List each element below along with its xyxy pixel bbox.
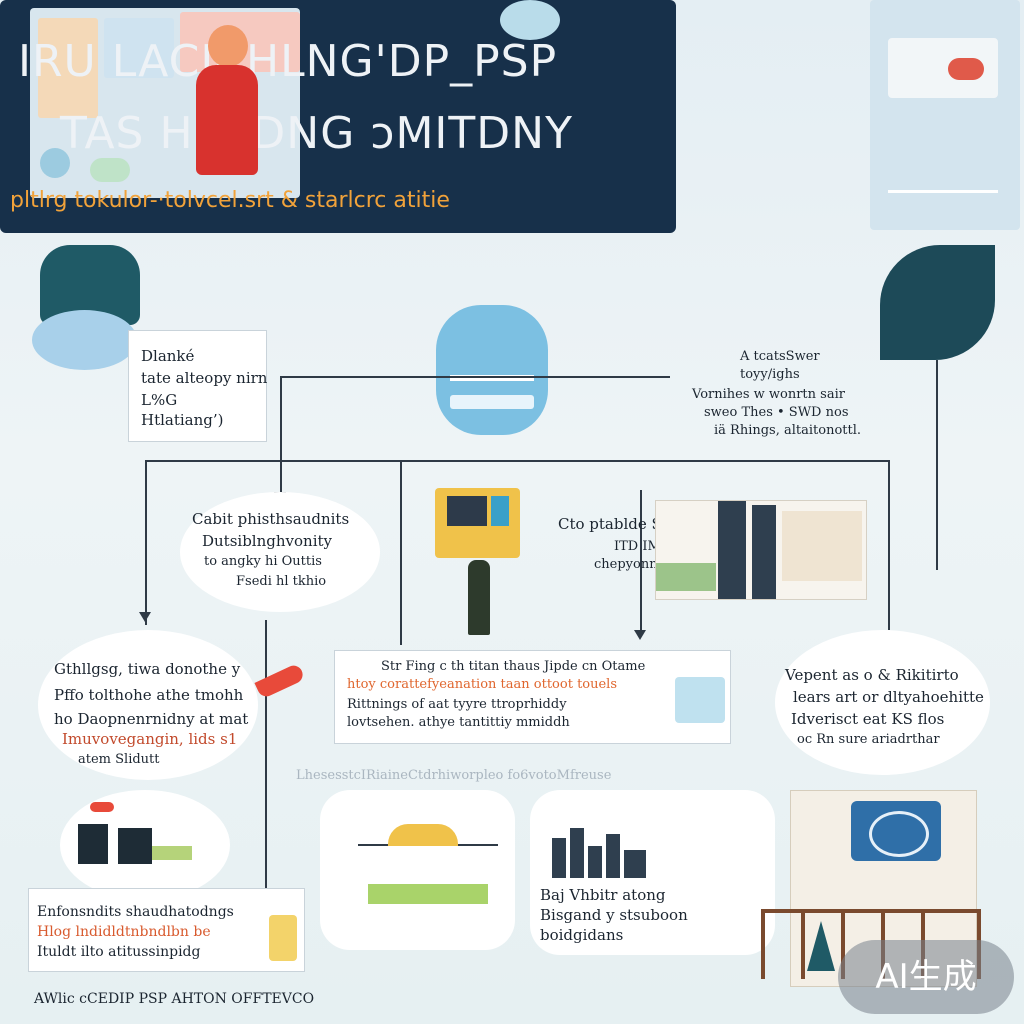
node-mid-left: Cabit phisthsaudnits Dutsiblnghvonity to…: [180, 492, 380, 612]
node-line: Idverisct eat KS flos: [791, 710, 945, 728]
robot-face-icon: [851, 801, 941, 861]
node-left: Gthllgsg, tiwa donothe y Pffo tolthohe a…: [38, 630, 258, 780]
node-line: chepyonn: [594, 557, 658, 572]
note-line: sweo Thes • SWD nos: [704, 405, 849, 420]
node-line: Imuvovegangin, lids s1: [62, 730, 238, 748]
bird-icon: [254, 652, 312, 702]
note-line: Htlatiang’): [141, 411, 224, 429]
banner-title-line1: IRU LACICHLNG'DP_PSP: [18, 36, 558, 87]
connector-top-left-v: [280, 376, 282, 496]
bottom-left-blob: [60, 790, 230, 900]
node-line: Vepent as o & Rikitirto: [785, 666, 959, 684]
node-line: lears art or dltyahoehitte: [793, 688, 984, 706]
banner-title-line2: TAS HSSDNG ɔMITDNY: [60, 108, 573, 159]
note-line: Vornihes w wonrtn sair: [692, 387, 845, 402]
note-top-right: A tcatsSwer toyy/ighs Vornihes w wonrtn …: [680, 345, 880, 440]
cloud-shape: [32, 310, 137, 370]
node-right: Vepent as o & Rikitirto lears art or dlt…: [775, 630, 990, 775]
connector-left-v: [145, 460, 147, 625]
node-line: Hlog lndidldtnbndlbn be: [37, 924, 211, 940]
arrow-down-center: [634, 630, 646, 640]
panel-bridge: [320, 790, 515, 950]
city-skyline-icon: [552, 828, 652, 878]
connector-main-trunk: [265, 620, 267, 950]
node-line: to angky hi Outtis: [204, 554, 322, 569]
connector-center-v: [640, 490, 642, 630]
footer-caption: AWlic cCEDIP PSP AHTON OFFTEVCO: [34, 991, 315, 1007]
node-line: Pffo tolthohe athe tmohh: [54, 686, 244, 704]
node-line: htoy corattefyeanation taan ottoot touel…: [347, 677, 618, 692]
city-scene-icon: [675, 677, 725, 723]
connector-far-right: [936, 360, 938, 570]
connector-top-h: [280, 376, 670, 378]
note-line: toyy/ighs: [740, 367, 800, 382]
gear-icon: [500, 0, 560, 40]
computer-illustration: [435, 488, 520, 558]
node-line: oc Rn sure ariadrthar: [797, 732, 940, 747]
note-line: iä Rhings, altaitonottl.: [714, 423, 862, 438]
node-line: ho Daopnenrnidny at mat: [54, 710, 249, 728]
tree-icon: [807, 921, 835, 971]
connector-main-h: [145, 460, 890, 462]
chat-bubble-icon: [948, 58, 984, 80]
node-line: boidgidans: [540, 926, 624, 944]
building-icon: [78, 824, 108, 864]
connector-right-v: [888, 460, 890, 630]
plant-icon: [269, 915, 297, 961]
note-line: A tcatsSwer: [740, 349, 820, 364]
node-line: Dutsiblnghvonity: [202, 532, 332, 550]
note-line: tate alteopy nirn: [141, 369, 268, 387]
node-line: Rittnings of aat tyyre ttroprhiddy: [347, 697, 567, 712]
note-line: Dlanké: [141, 347, 195, 365]
connector-mid-v: [400, 460, 402, 645]
bridge-icon: [358, 824, 498, 914]
robot-icon: [468, 560, 490, 635]
node-line: Baj Vhbitr atong: [540, 886, 666, 904]
banner-subtitle: pltlrg tokulor-·tolvcel.srt & starlcrc a…: [10, 188, 450, 213]
arrow-down-left: [139, 612, 151, 622]
node-line: lovtsehen. athye tantittiy mmiddh: [347, 715, 570, 730]
panel-city: Baj Vhbitr atong Bisgand y stsuboon boid…: [530, 790, 775, 955]
node-line: Gthllgsg, tiwa donothe y: [54, 660, 241, 678]
node-line: Bisgand y stsuboon: [540, 906, 688, 924]
node-line: atem Slidutt: [78, 752, 160, 767]
node-bottom-left: Enfonsndits shaudhatodngs Hlog lndidldtn…: [28, 888, 305, 972]
note-line: L%G: [141, 391, 178, 409]
factory-illustration: [655, 500, 867, 600]
ai-generated-badge: AI生成: [838, 940, 1014, 1014]
node-line: Cabit phisthsaudnits: [192, 510, 350, 528]
node-center: Str Fing c th titan thaus Jipde cn Otame…: [334, 650, 731, 744]
person-icon: [190, 25, 265, 175]
node-line: Fsedi hl tkhio: [236, 574, 327, 589]
database-icon: [436, 305, 548, 435]
leaf-shape-right: [880, 245, 995, 360]
node-line: Enfonsndits shaudhatodngs: [37, 904, 234, 920]
node-line: Ituldt ilto atitussinpidg: [37, 944, 201, 960]
node-line: Str Fing c th titan thaus Jipde cn Otame: [381, 659, 646, 674]
dashboard-panel-topright: [870, 0, 1020, 230]
divider-caption: LhesesstcIRiaineCtdrhiworpleo fo6votoMfr…: [296, 768, 612, 783]
title-banner: IRU LACICHLNG'DP_PSP TAS HSSDNG ɔMITDNY …: [0, 0, 676, 233]
note-top-left: Dlanké tate alteopy nirn L%G Htlatiang’): [128, 330, 267, 442]
